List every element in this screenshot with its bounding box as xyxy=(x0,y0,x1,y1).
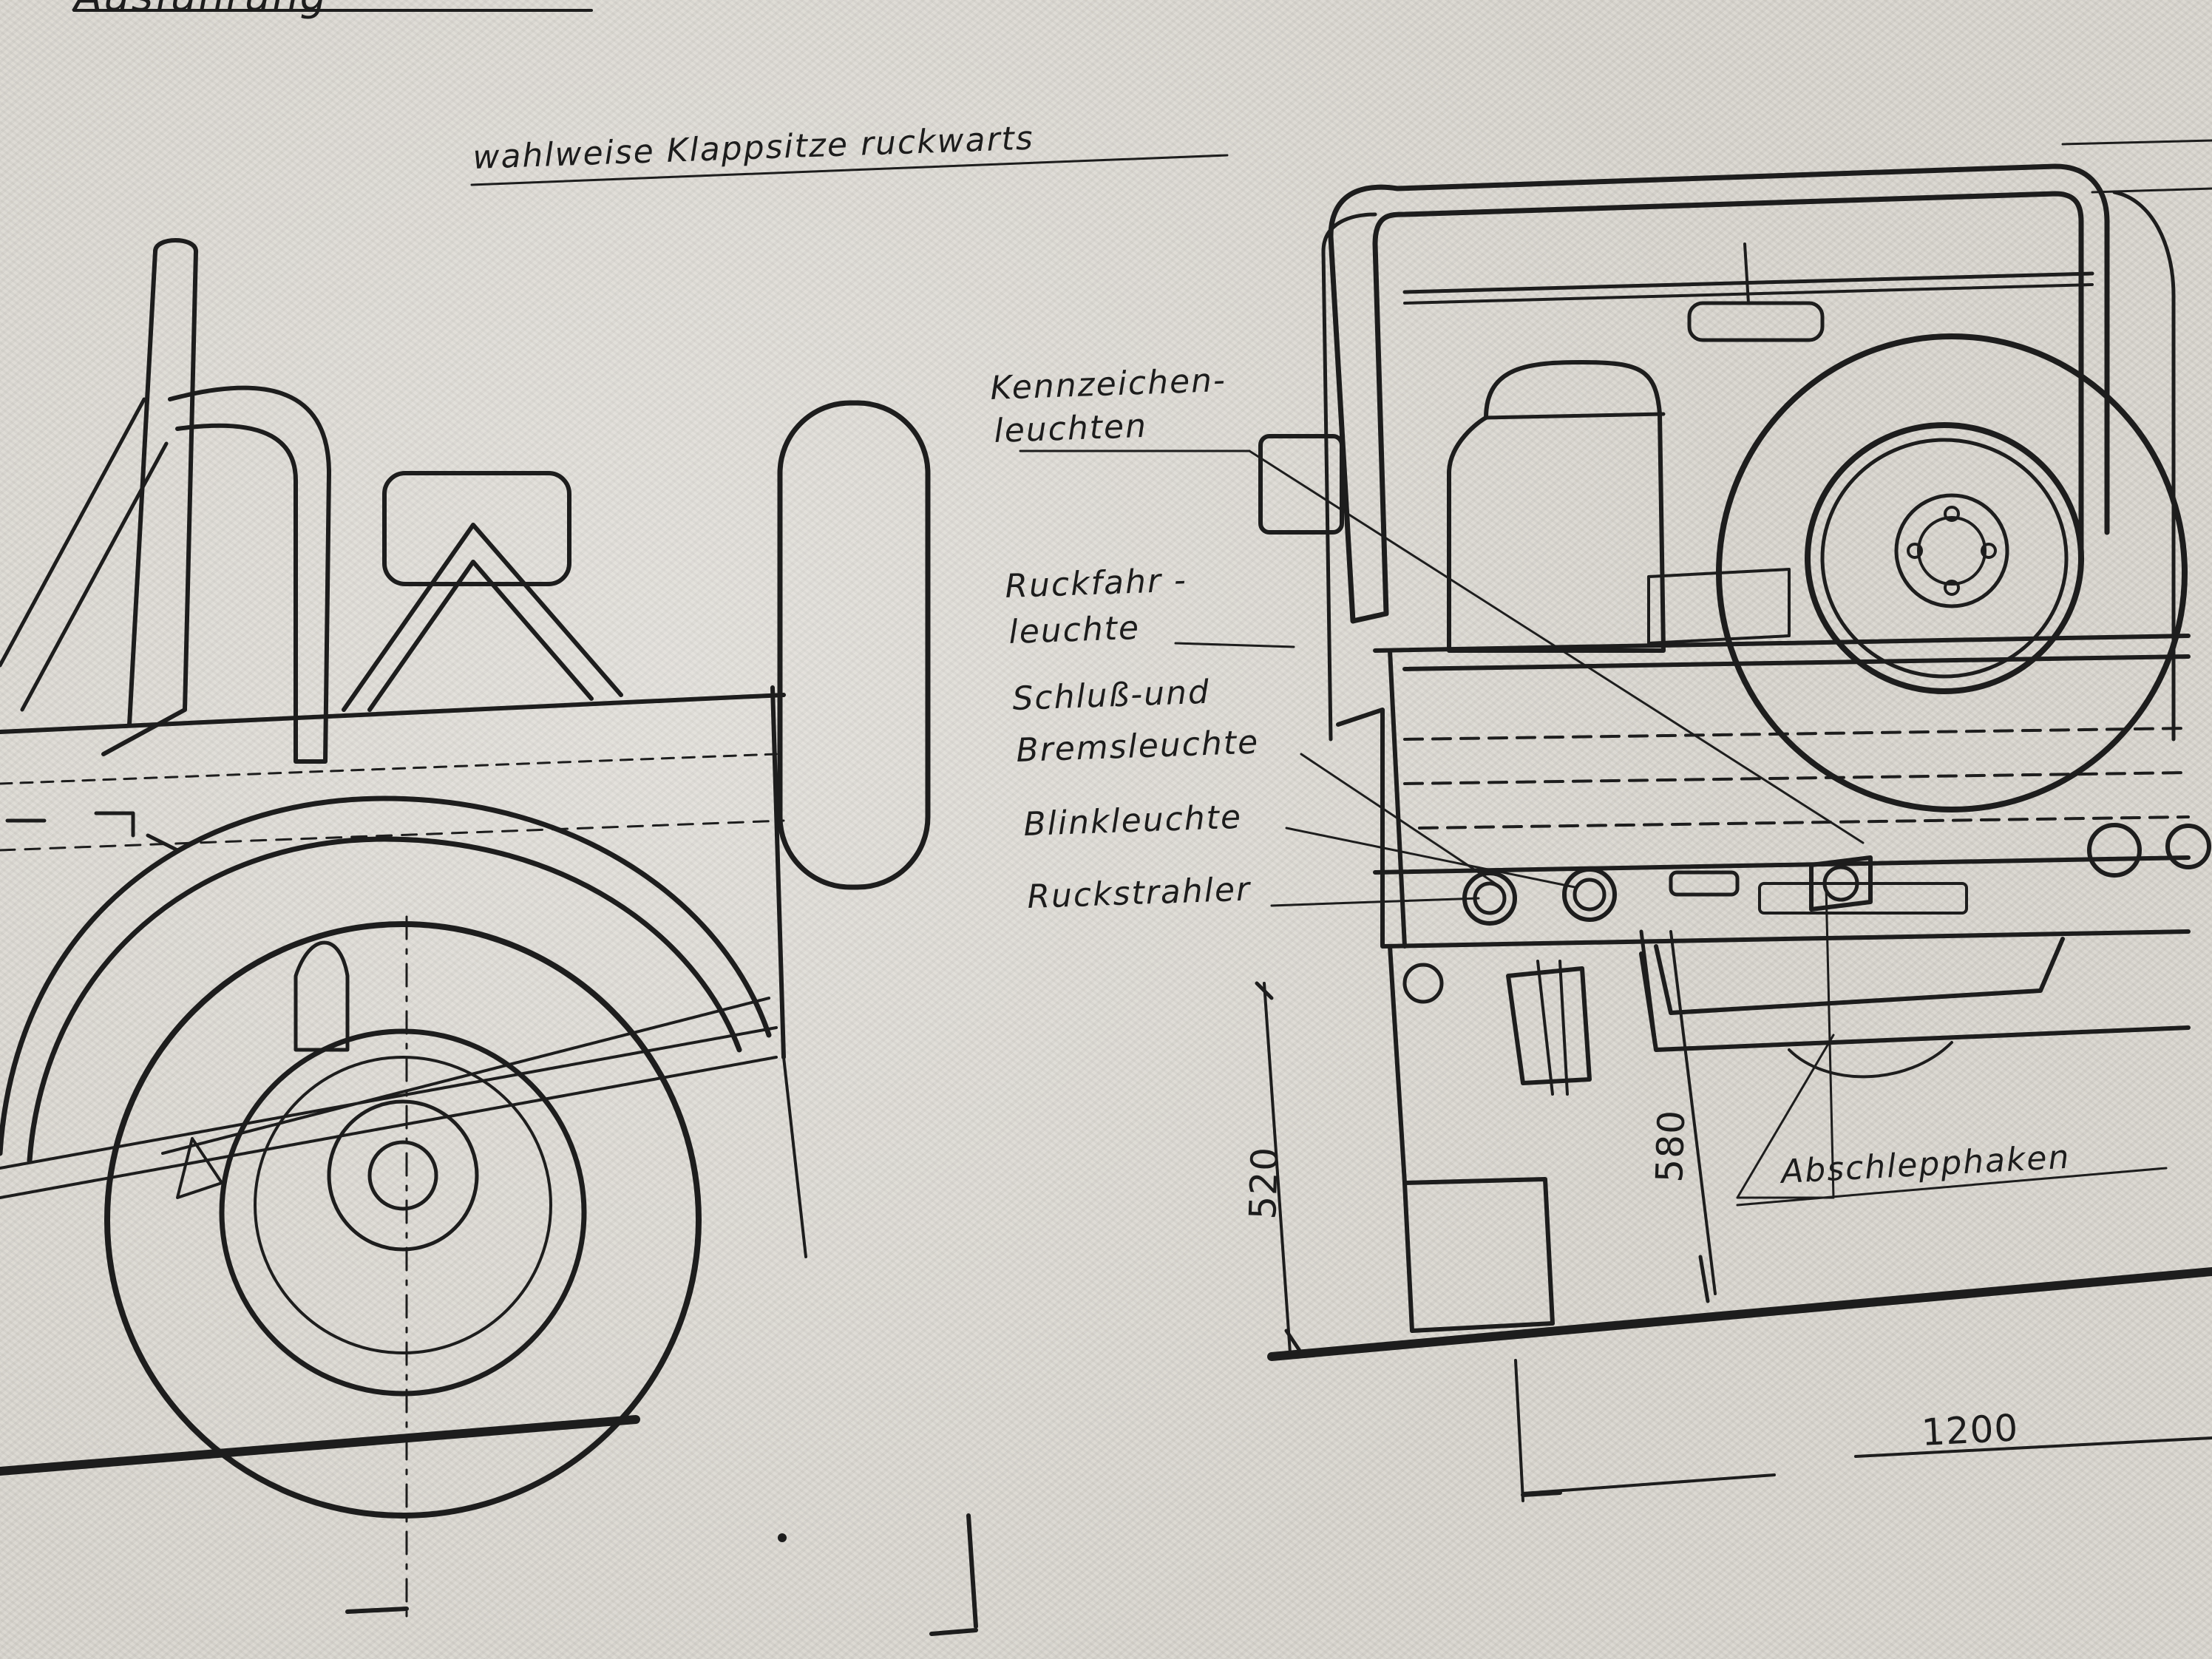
header-title: Ausführung xyxy=(72,0,593,21)
svg-text:leuchten: leuchten xyxy=(994,407,1148,450)
svg-text:Kennzeichen-: Kennzeichen- xyxy=(990,362,1227,407)
label-turn-signal: Blinkleuchte xyxy=(1023,798,1243,844)
rear-view xyxy=(1019,139,2212,1502)
svg-text:leuchte: leuchte xyxy=(1008,609,1141,651)
svg-text:wahlweise Klappsitze ruckwarts: wahlweise Klappsitze ruckwarts xyxy=(472,120,1035,177)
dimension-580: 580 xyxy=(1648,1109,1693,1183)
side-view xyxy=(0,238,978,1636)
dimension-520: 520 xyxy=(1241,1146,1286,1220)
label-license-plate-lights: Kennzeichen- leuchten xyxy=(990,362,1227,450)
svg-text:Schluß-und: Schluß-und xyxy=(1012,674,1211,718)
svg-text:Ruckfahr -: Ruckfahr - xyxy=(1005,561,1188,605)
dimension-1200: 1200 xyxy=(1921,1406,2020,1454)
label-reflector: Ruckstrahler xyxy=(1027,870,1252,916)
label-tail-brake-light: Schluß-und Bremsleuchte xyxy=(1012,674,1260,770)
svg-text:Bremsleuchte: Bremsleuchte xyxy=(1016,724,1260,770)
option-note: wahlweise Klappsitze ruckwarts xyxy=(470,120,1229,186)
label-tow-hook: Abschlepphaken xyxy=(1778,1139,2072,1192)
label-reverse-light: Ruckfahr - leuchte xyxy=(1005,561,1188,651)
